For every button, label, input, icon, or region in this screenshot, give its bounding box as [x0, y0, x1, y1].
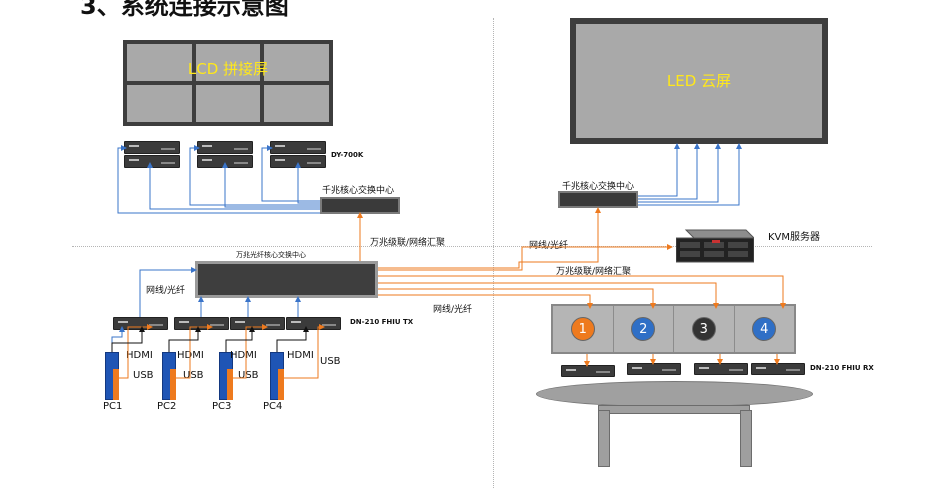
line-pc-tx — [111, 326, 125, 352]
pc-name: PC4 — [263, 401, 283, 412]
seat: 1 — [553, 306, 614, 352]
rx-model-label: DN-210 FHIU RX — [810, 364, 874, 372]
pc-usb-band — [113, 369, 119, 400]
seat-number-badge: 4 — [752, 317, 777, 341]
diagram-title: 3、系统连接示意图 — [80, 0, 289, 20]
usb-label: USB — [133, 370, 154, 381]
pc-tower — [162, 352, 176, 400]
line-switch-led — [638, 143, 680, 197]
pc-name: PC1 — [103, 401, 123, 412]
tx-unit — [286, 317, 341, 330]
lcd-panel — [195, 85, 261, 122]
line-decoder-switch — [147, 162, 320, 210]
table-frame — [598, 405, 750, 414]
cascade-label-left: 万兆级联/网络汇聚 — [370, 238, 446, 248]
line-hdmi — [111, 326, 145, 352]
network-fiber-label-bottom: 网线/光纤 — [433, 305, 473, 315]
seat-panel: 1 2 3 4 — [551, 304, 796, 354]
decoder-model-label: DY-700K — [331, 151, 364, 159]
vertical-divider — [493, 18, 494, 488]
led-screen — [570, 18, 828, 144]
line-to-seat — [378, 288, 656, 309]
lcd-panel — [127, 44, 192, 81]
network-fiber-label-top: 网线/光纤 — [529, 241, 569, 251]
hdmi-label: HDMI — [230, 350, 257, 361]
kvm-server-label: KVM服务器 — [768, 232, 821, 243]
hdmi-label: HDMI — [126, 350, 153, 361]
pc-tower — [219, 352, 233, 400]
table-leg — [598, 410, 610, 467]
tx-unit — [230, 317, 285, 330]
core-switch-right-label: 千兆核心交换中心 — [562, 182, 635, 192]
seat-number-badge: 2 — [631, 317, 656, 341]
seat-number-badge: 3 — [691, 317, 716, 341]
pc-tower — [105, 352, 119, 400]
pc-usb-band — [278, 369, 284, 400]
line-usb — [174, 324, 213, 379]
lcd-panel — [264, 85, 329, 122]
network-fiber-label-left: 网线/光纤 — [146, 286, 186, 296]
line-to-kvm — [378, 244, 673, 271]
pc-usb-band — [227, 369, 233, 400]
line-hdmi — [168, 326, 201, 352]
lcd-panel — [264, 44, 329, 81]
line-decoder-switch — [261, 145, 320, 202]
lcd-panel — [195, 44, 261, 81]
pc-usb-band — [170, 369, 176, 400]
tx-model-label: DN-210 FHIU TX — [350, 318, 414, 326]
decoder-unit — [270, 141, 326, 154]
line-tx-switch — [139, 267, 197, 317]
pc-name: PC2 — [157, 401, 177, 412]
cascade-label-right: 万兆级联/网络汇聚 — [556, 267, 632, 277]
line-decoder-switch — [117, 145, 320, 214]
line-switch-led — [638, 143, 700, 200]
line-decoder-switch — [295, 162, 320, 204]
rx-unit — [751, 363, 805, 375]
line-hdmi — [225, 326, 255, 352]
line-usb — [282, 324, 325, 379]
tx-unit — [174, 317, 229, 330]
lcd-label: LCD 拼接屏 — [187, 60, 269, 78]
pc-tower — [270, 352, 284, 400]
line-decoder-switch — [189, 145, 320, 206]
seat-number-badge: 1 — [570, 317, 595, 341]
table-leg — [740, 410, 752, 467]
fiber-core-switch — [195, 261, 378, 298]
pc-name: PC3 — [212, 401, 232, 412]
line-to-seat — [378, 282, 719, 309]
usb-label: USB — [320, 356, 341, 367]
led-label: LED 云屏 — [666, 72, 732, 90]
horizontal-divider — [72, 246, 872, 247]
line-usb — [231, 324, 268, 379]
seat: 4 — [734, 306, 794, 352]
seat: 2 — [613, 306, 674, 352]
seat: 3 — [674, 306, 735, 352]
line-decoder-switch — [222, 162, 320, 208]
hdmi-label: HDMI — [287, 350, 314, 361]
line-switch-led — [638, 143, 742, 206]
lcd-video-wall — [123, 40, 333, 126]
line-hdmi — [276, 326, 309, 352]
usb-label: USB — [238, 370, 259, 381]
core-switch-left-label: 千兆核心交换中心 — [322, 186, 395, 196]
usb-label: USB — [183, 370, 204, 381]
lcd-panel — [127, 85, 192, 122]
line-switch-led — [638, 143, 721, 203]
line-to-seat — [378, 275, 786, 309]
line-cascade-right — [378, 207, 601, 269]
decoder-unit — [124, 141, 180, 154]
line-to-seat — [378, 294, 593, 309]
big-switch-label: 万兆光纤核心交换中心 — [236, 251, 306, 259]
